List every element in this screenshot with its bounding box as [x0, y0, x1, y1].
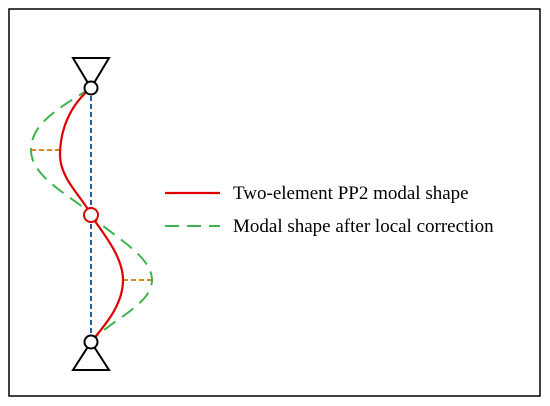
- pin-support-triangle-icon: [71, 57, 111, 96]
- pin-support-triangle-icon: [71, 334, 111, 371]
- figure-frame: [8, 8, 541, 397]
- legend: Two-element PP2 modal shape Modal shape …: [165, 183, 494, 237]
- legend-label-pp2: Two-element PP2 modal shape: [233, 183, 469, 204]
- legend-label-corrected: Modal shape after local correction: [233, 216, 494, 237]
- hinge-node-icon: [83, 207, 99, 223]
